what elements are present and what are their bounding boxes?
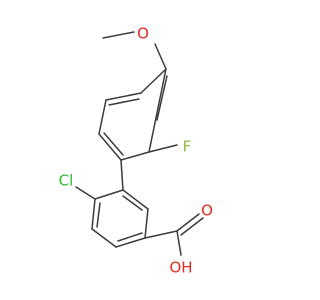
- molecule-canvas: O F Cl O OH: [58, 24, 213, 277]
- bond-upper-ring-1: [140, 68, 167, 94]
- bond-c-oh: [176, 230, 182, 256]
- bond-ring-carboxyl: [144, 230, 178, 239]
- bond-c-o-double-1: [176, 213, 200, 232]
- bond-methyl-o: [102, 31, 135, 39]
- carbonyl-oxygen-label: O: [201, 202, 213, 220]
- bond-upper-ring-5: [120, 151, 150, 161]
- bond-upper-ring-4: [98, 133, 122, 161]
- bond-lower-ring-5: [144, 208, 149, 239]
- methoxy-oxygen-label: O: [137, 25, 149, 43]
- bond-lower-ring-6: [122, 189, 149, 210]
- bond-c-f: [148, 144, 178, 153]
- bond-lower-ring-1: [94, 189, 124, 200]
- chlorine-label: Cl: [59, 172, 74, 190]
- bond-o-ring: [154, 43, 167, 70]
- bond-upper-ring-6: [148, 68, 167, 153]
- hydroxyl-label: OH: [169, 259, 192, 277]
- bond-upper-ring-6-inner: [156, 75, 168, 121]
- bond-upper-ring-4-inner: [103, 132, 124, 156]
- bond-lower-ring-2: [91, 198, 96, 230]
- bond-lower-ring-2-inner: [96, 202, 101, 228]
- bond-c-o-double-2: [180, 217, 204, 236]
- bond-upper-ring-2: [105, 92, 142, 101]
- bond-biaryl: [120, 159, 124, 191]
- structure-drawing: O F Cl O OH: [59, 25, 213, 277]
- bond-upper-ring-3: [98, 99, 107, 135]
- bond-lower-ring-3: [91, 228, 117, 248]
- bond-lower-ring-6-inner: [122, 195, 143, 211]
- bond-lower-ring-4: [115, 237, 146, 248]
- bond-lower-ring-4-inner: [117, 232, 143, 242]
- bond-c-cl: [75, 186, 96, 200]
- bond-upper-ring-2-inner: [108, 98, 140, 106]
- fluorine-label: F: [183, 138, 192, 156]
